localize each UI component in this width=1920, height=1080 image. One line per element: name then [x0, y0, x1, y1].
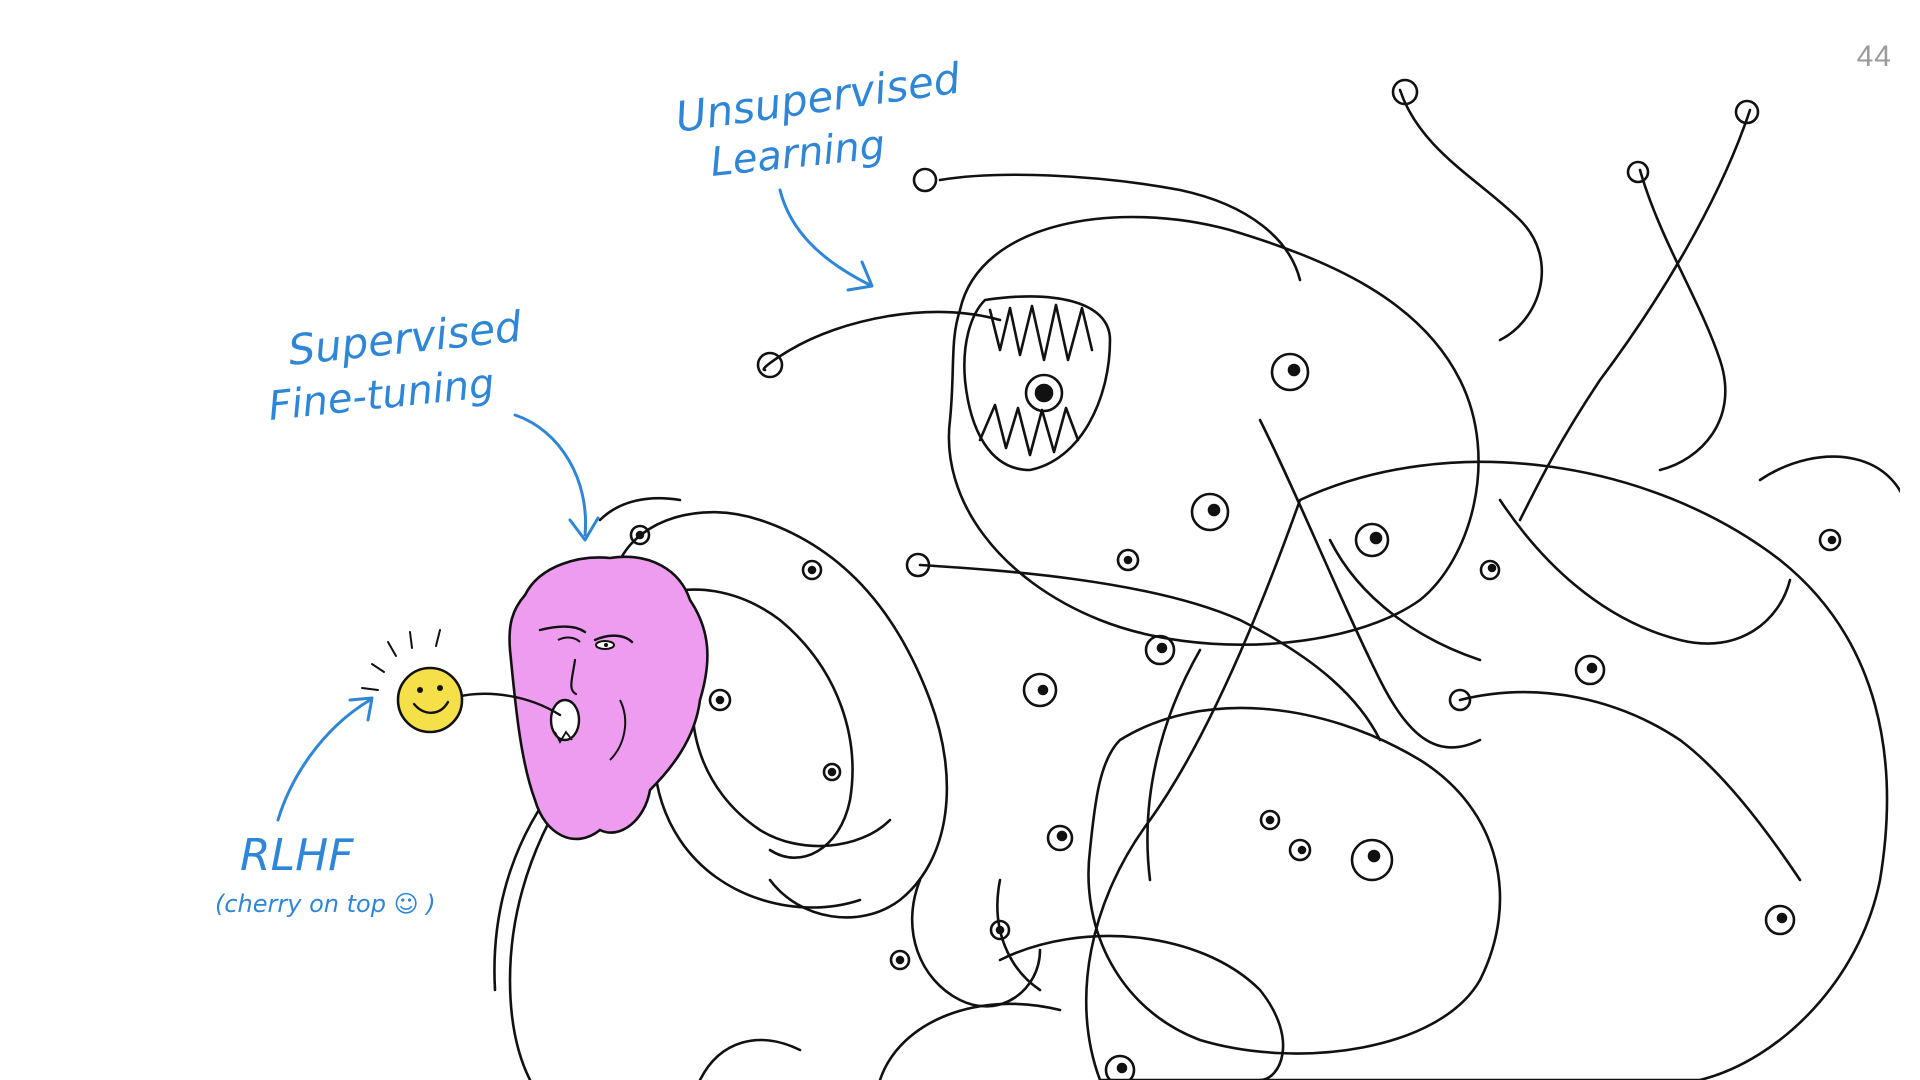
human-face-mask [508, 555, 709, 841]
unsupervised-arrow [778, 188, 872, 287]
rlhf-note: (cherry on top ☺ ) [215, 890, 436, 918]
monster-eyes [629, 352, 1842, 1080]
smiley-face [361, 629, 562, 734]
annotation-arrows [276, 188, 874, 822]
page-number: 44 [1856, 40, 1892, 73]
monster-body [493, 78, 1900, 1080]
supervised-arrow [513, 413, 588, 537]
rlhf-label: RLHF [240, 830, 354, 881]
rlhf-arrow [276, 698, 372, 822]
